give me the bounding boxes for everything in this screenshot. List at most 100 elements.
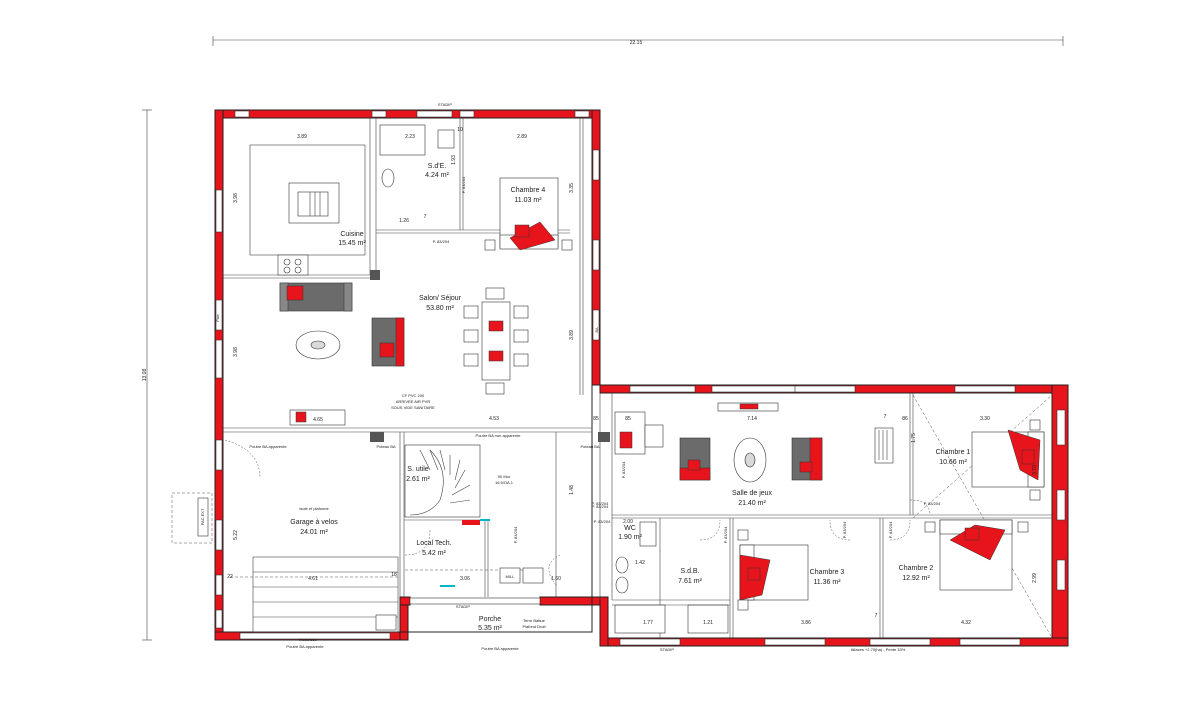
note-poutre-bottom: Poutre BA apparente (286, 644, 324, 649)
note-pe1: P. 83/204 (433, 239, 450, 244)
room-area-sutile: 2.61 m² (406, 476, 430, 483)
dim-cuisine-width: 3.89 (297, 134, 307, 140)
room-area-salon: 53.80 m² (426, 305, 454, 312)
sde-fixtures (379, 124, 455, 188)
room-area-garage: 24.01 m² (300, 529, 328, 536)
note-cf: CF PVC 200 (402, 393, 425, 398)
living-furniture (279, 282, 529, 426)
note-isole: Isolé et plafonné (299, 506, 329, 511)
note-cf2: ARRIVEE AIR PVR (396, 399, 431, 404)
chambre1-bed (971, 419, 1045, 501)
dim-370: 3.70 (1032, 465, 1038, 475)
room-area-localtech: 5.42 m² (422, 550, 446, 557)
note-pe7: P. 83/204 (842, 521, 847, 538)
dim-sde-small: 10 (457, 127, 463, 133)
room-area-cuisine: 15.45 m² (338, 240, 366, 247)
dim-330: 3.30 (980, 416, 990, 422)
dim-160: 1.60 (551, 576, 561, 582)
note-mur: 90 Mur (498, 474, 511, 479)
note-plafond: Plafond Droit (522, 624, 546, 629)
dimension-labels: 3.89 2.23 10 2.89 3.98 3.98 1.93 1.26 4.… (227, 127, 1038, 626)
room-area-sdb: 7.61 m² (678, 578, 702, 585)
bathroom-fixtures (612, 499, 931, 634)
dim-85b: 85 (625, 416, 631, 422)
room-area-sde: 4.24 m² (425, 172, 449, 179)
room-area-porche: 5.35 m² (478, 625, 502, 632)
garage-area (171, 439, 399, 633)
room-name-garage: Garage à velos (290, 519, 338, 526)
salle-de-jeux-furniture (614, 402, 894, 483)
dim-22: 22 (227, 574, 233, 580)
dim-sejour-height: 3.98 (233, 347, 239, 357)
note-poutre-garage: Poutre BA apparente (249, 444, 287, 449)
room-name-chambre1: Chambre 1 (936, 449, 971, 456)
room-name-localtech: Local Tech. (416, 540, 451, 547)
room-name-sde: S.d'E. (428, 163, 447, 170)
room-area-chambre4: 11.03 m² (514, 197, 542, 204)
dim-kitchen-height: 3.98 (233, 193, 239, 203)
dim-142: 1.42 (635, 560, 645, 566)
dim-465: 4.65 (313, 417, 323, 423)
local-tech-fixtures (404, 529, 561, 587)
room-labels: Cuisine 15.45 m² S.d'E. 4.24 m² Chambre … (290, 163, 970, 632)
note-cf3: SOUS VIDE SANITAIRE (391, 405, 435, 410)
dim-461: 4.61 (308, 576, 318, 582)
note-terre: Terre Battue (523, 618, 546, 623)
room-name-sdb: S.d.B. (680, 568, 699, 575)
note-stadip-bottom: STADIP (660, 647, 674, 652)
dim-432: 4.32 (961, 620, 971, 626)
room-area-chambre1: 10.66 m² (939, 459, 967, 466)
note-pac: PAC EXT (200, 508, 205, 525)
dim-306: 3.06 (460, 576, 470, 582)
note-pe9: P. 83/204 (723, 526, 728, 543)
note-motorisee: Motorisée (299, 637, 317, 642)
dim-sde-height: 1.93 (451, 155, 457, 165)
note-pe6: P. 83/204 (924, 501, 941, 506)
overall-width-dimension: 22.15 (212, 36, 1064, 46)
room-name-porche: Porche (479, 616, 501, 623)
dim-sde-width: 2.23 (405, 134, 415, 140)
note-pe5: P. 83/204 (513, 526, 518, 543)
note-pe4: P. 83/204 (594, 519, 611, 524)
room-area-sallejeux: 21.40 m² (738, 500, 766, 507)
poteau-a (370, 432, 384, 442)
dim-148: 1.48 (569, 485, 575, 495)
overall-height-dimension: 13.08 (142, 109, 152, 641)
dim-126: 1.26 (399, 218, 409, 224)
note-poutre-top: Poutre BA non apparente (476, 433, 522, 438)
chambre4-bed (484, 177, 573, 251)
room-area-chambre3: 11.36 m² (813, 579, 841, 586)
dim-386: 3.86 (801, 620, 811, 626)
plan-notes: STADIP STADIP STADIP Poutre BA non appar… (200, 102, 941, 652)
room-name-chambre3: Chambre 3 (810, 569, 845, 576)
staircase (404, 444, 490, 525)
room-name-chambre2: Chambre 2 (899, 565, 934, 572)
note-fixe: Fixe (215, 313, 220, 321)
room-area-chambre2: 12.92 m² (902, 575, 930, 582)
note-pe2: P. 83/204 (461, 176, 466, 193)
chambre3-bed (737, 529, 809, 611)
kitchen-fixtures (249, 144, 366, 276)
dim-18: 18 (391, 572, 397, 578)
chambre2-bed (924, 519, 1029, 591)
dim-389: 3.89 (569, 330, 575, 340)
dim-chambre4-width: 2.89 (517, 134, 527, 140)
note-pe3: P. 83/204 (592, 501, 609, 506)
room-name-sutile: S. utile (407, 466, 429, 473)
note-pe8: P. 83/204 (888, 521, 893, 538)
dim-200: 2.00 (623, 519, 633, 525)
note-pe10: P. 83/204 (621, 461, 626, 478)
poteau-b (598, 432, 610, 442)
dim-sejour-width: 4.53 (489, 416, 499, 422)
dim-522: 5.22 (233, 530, 239, 540)
dim-86: 86 (902, 416, 908, 422)
dim-7b: 7 (884, 414, 887, 420)
room-area-wc: 1.90 m² (618, 534, 642, 541)
room-name-sallejeux: Salle de jeux (732, 490, 773, 497)
room-name-wc: WC (624, 525, 636, 532)
overall-height-label: 13.08 (142, 369, 148, 382)
note-stadip-porch: STADIP (456, 604, 470, 609)
note-stadip-top: STADIP (438, 102, 452, 107)
interior-walls (222, 117, 1053, 639)
